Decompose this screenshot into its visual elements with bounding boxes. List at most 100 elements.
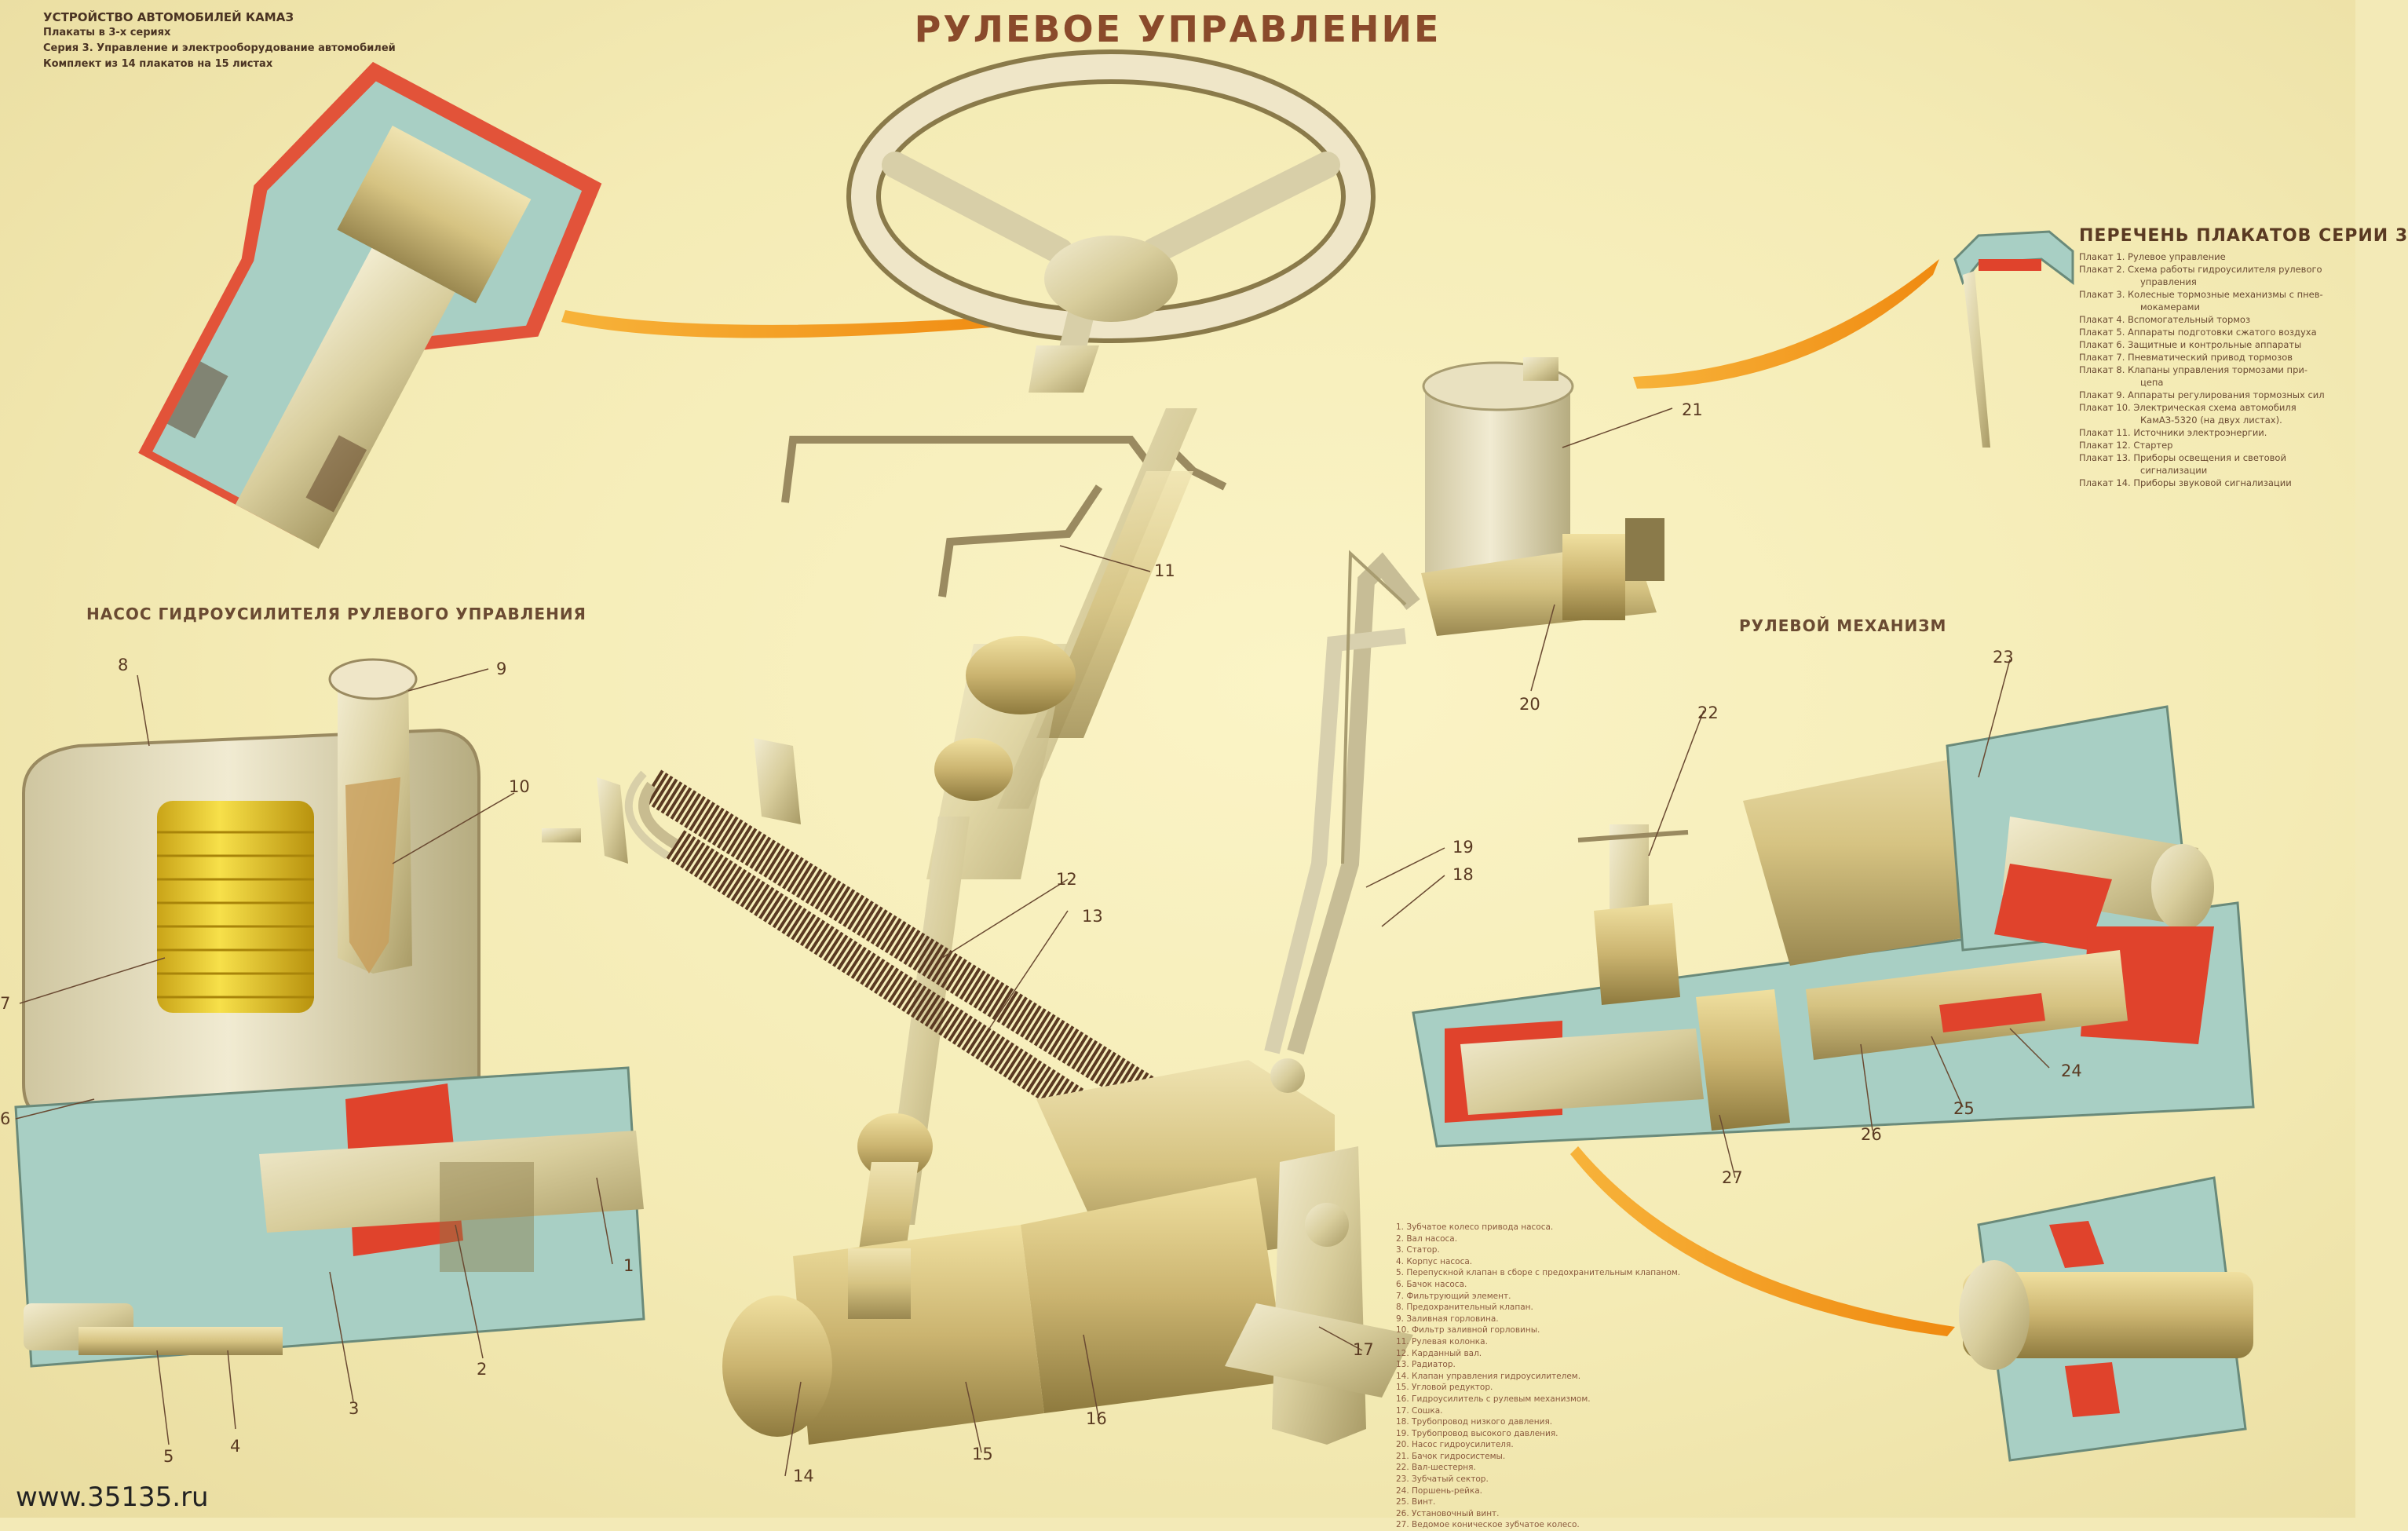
callout-1: 1 (623, 1256, 634, 1275)
legend-item: 1. Зубчатое колесо привода насоса. (1396, 1222, 1554, 1232)
plakat-list-item: Плакат 3. Колесные тормозные механизмы с… (2079, 289, 2323, 300)
plakat-list-item: Плакат 11. Источники электроэнергии. (2079, 427, 2267, 438)
legend-item: 14. Клапан управления гидроусилителем. (1396, 1371, 1581, 1381)
callout-2: 2 (477, 1360, 488, 1379)
callout-19: 19 (1452, 838, 1474, 857)
callout-5: 5 (163, 1447, 174, 1466)
legend-item: 20. Насос гидроусилителя. (1396, 1440, 1514, 1450)
plakat-list-item: КамАЗ-5320 (на двух листах). (2140, 415, 2282, 426)
legend-item: 16. Гидроусилитель с рулевым механизмом. (1396, 1394, 1591, 1404)
legend-item: 17. Сошка. (1396, 1405, 1443, 1416)
callout-16: 16 (1086, 1409, 1107, 1428)
callout-20: 20 (1519, 695, 1540, 714)
callout-8: 8 (118, 656, 129, 674)
callout-23: 23 (1993, 648, 2014, 667)
legend-item: 13. Радиатор. (1396, 1360, 1456, 1370)
website-watermark: www.35135.ru (16, 1482, 209, 1513)
legend-item: 7. Фильтрующий элемент. (1396, 1291, 1511, 1301)
plakat-list-item: мокамерами (2140, 301, 2200, 312)
legend-item: 26. Установочный винт. (1396, 1508, 1500, 1518)
callout-26: 26 (1861, 1125, 1882, 1144)
plakat-list-item: Плакат 14. Приборы звуковой сигнализации (2079, 477, 2292, 488)
header-line-2: Плакаты в 3-х сериях (43, 27, 171, 38)
callout-6: 6 (0, 1109, 11, 1128)
legend-item: 10. Фильтр заливной горловины. (1396, 1325, 1540, 1336)
legend-item: 25. Винт. (1396, 1497, 1436, 1507)
section-title-pump: НАСОС ГИДРОУСИЛИТЕЛЯ РУЛЕВОГО УПРАВЛЕНИЯ (86, 605, 586, 623)
legend-item: 18. Трубопровод низкого давления. (1396, 1417, 1553, 1427)
plakat-list-item: Плакат 10. Электрическая схема автомобил… (2079, 402, 2297, 413)
steering-gear-assembly (722, 1058, 1413, 1445)
callout-27: 27 (1722, 1168, 1743, 1187)
callout-10: 10 (509, 777, 530, 796)
callout-24: 24 (2061, 1061, 2082, 1080)
arrow-topright (1633, 259, 1939, 389)
plakat-list-item: Плакат 9. Аппараты регулирования тормозн… (2079, 389, 2325, 400)
callout-4: 4 (230, 1437, 241, 1456)
bearing-detail (1959, 1176, 2253, 1462)
callout-15: 15 (972, 1445, 993, 1463)
seal-detail (1953, 230, 2074, 448)
plakat-list-item: Плакат 8. Клапаны управления тормозами п… (2079, 364, 2308, 375)
legend-item: 12. Карданный вал. (1396, 1348, 1482, 1358)
arrow-topleft (561, 310, 1038, 338)
legend-item: 23. Зубчатый сектор. (1396, 1474, 1489, 1485)
callout-9: 9 (496, 660, 507, 678)
hub-cutaway (138, 61, 602, 549)
parts-legend: 1. Зубчатое колесо привода насоса.2. Вал… (1396, 1222, 1680, 1531)
legend-item: 11. Рулевая колонка. (1396, 1336, 1488, 1346)
header-line-4: Комплект из 14 плакатов на 15 листах (43, 58, 273, 70)
callout-12: 12 (1056, 870, 1077, 889)
plakat-list-item: Плакат 1. Рулевое управление (2079, 251, 2226, 262)
diagram-artwork (14, 49, 2255, 1477)
callout-18: 18 (1452, 865, 1474, 884)
plakat-list: ПЕРЕЧЕНЬ ПЛАКАТОВ СЕРИИ 3 Плакат 1. Руле… (2079, 226, 2408, 489)
legend-item: 3. Статор. (1396, 1245, 1440, 1255)
legend-item: 19. Трубопровод высокого давления. (1396, 1428, 1558, 1438)
header-line-3: Серия 3. Управление и электрооборудовани… (43, 42, 396, 54)
legend-item: 9. Заливная горловина. (1396, 1314, 1499, 1324)
legend-item: 21. Бачок гидросистемы. (1396, 1451, 1506, 1461)
legend-item: 22. Вал-шестерня. (1396, 1463, 1476, 1473)
section-title-mechanism: РУЛЕВОЙ МЕХАНИЗМ (1739, 616, 1947, 635)
legend-item: 6. Бачок насоса. (1396, 1279, 1467, 1289)
callout-14: 14 (793, 1467, 814, 1485)
legend-item: 27. Ведомое коническое зубчатое колесо. (1396, 1520, 1580, 1530)
header-line-1: Устройство автомобилей КамАЗ (43, 10, 294, 24)
leader-lines (15, 407, 2050, 1477)
callout-13: 13 (1082, 907, 1103, 926)
steering-gear-cutaway-icon (1412, 705, 2255, 1148)
plakat-list-item: Плакат 6. Защитные и контрольные аппарат… (2079, 339, 2302, 350)
callout-22: 22 (1697, 703, 1719, 722)
steering-wheel-icon (846, 49, 1376, 393)
series-header: Устройство автомобилей КамАЗ Плакаты в 3… (43, 9, 396, 72)
legend-item: 5. Перепускной клапан в сборе с предохра… (1396, 1268, 1681, 1278)
plakat-list-item: Плакат 4. Вспомогательный тормоз (2079, 314, 2251, 325)
legend-item: 2. Вал насоса. (1396, 1233, 1458, 1244)
legend-item: 15. Угловой редуктор. (1396, 1383, 1493, 1393)
callout-3: 3 (349, 1399, 360, 1418)
hydraulic-hoses (1264, 550, 1420, 1055)
plakat-list-item: Плакат 2. Схема работы гидроусилителя ру… (2079, 264, 2322, 275)
plakat-list-heading: ПЕРЕЧЕНЬ ПЛАКАТОВ СЕРИИ 3 (2079, 226, 2408, 246)
plakat-list-item: цепа (2140, 377, 2164, 388)
pump-reservoir (1421, 357, 1664, 636)
plakat-list-item: сигнализации (2140, 465, 2208, 476)
plakat-list-item: Плакат 13. Приборы освещения и световой (2079, 452, 2286, 463)
callout-11: 11 (1154, 561, 1175, 580)
poster-title: РУЛЕВОЕ УПРАВЛЕНИЕ (914, 8, 1442, 50)
small-brackets (542, 738, 801, 864)
legend-item: 4. Корпус насоса. (1396, 1256, 1473, 1266)
callout-21: 21 (1682, 400, 1703, 419)
plakat-list-item: Плакат 7. Пневматический привод тормозов (2079, 352, 2293, 363)
pump-cutaway-icon (14, 658, 645, 1368)
plakat-list-item: Плакат 5. Аппараты подготовки сжатого во… (2079, 327, 2317, 338)
legend-item: 24. Поршень-рейка. (1396, 1485, 1482, 1496)
callout-17: 17 (1353, 1340, 1374, 1359)
callout-25: 25 (1953, 1099, 1975, 1118)
callout-7: 7 (0, 994, 11, 1013)
plakat-list-item: управления (2140, 276, 2197, 287)
legend-item: 8. Предохранительный клапан. (1396, 1303, 1533, 1313)
plakat-list-item: Плакат 12. Стартер (2079, 440, 2173, 451)
